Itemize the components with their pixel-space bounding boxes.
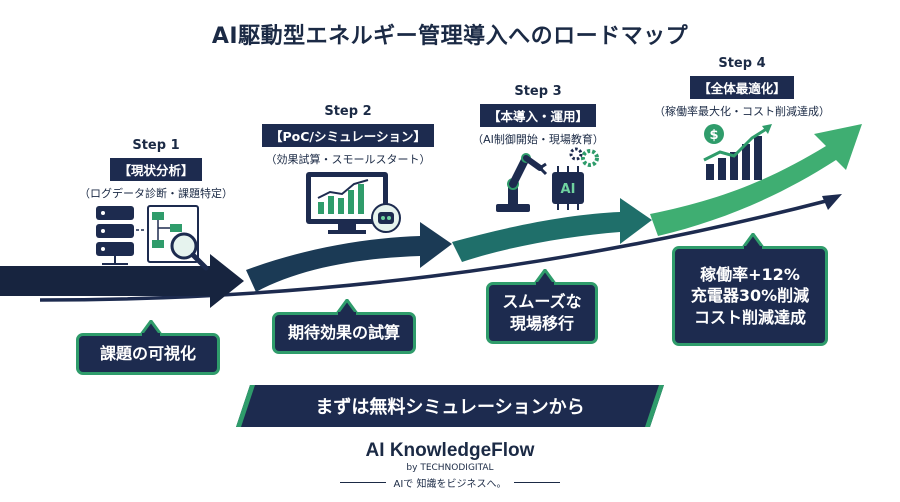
step-4-desc: （稼働率最大化・コスト削減達成） [654, 105, 830, 118]
callout-4-tail [741, 233, 765, 249]
step-1-desc: （ログデータ診断・課題特定） [79, 187, 233, 200]
arrow-segment-1 [0, 254, 244, 308]
callout-2-text: 期待効果の試算 [287, 323, 400, 343]
tagline-rule-left [339, 482, 386, 483]
trend-line [39, 198, 831, 302]
step-4-label: Step 4 [718, 56, 766, 71]
callout-3-tail [533, 269, 557, 285]
brand-by: by TECHNODIGITAL [406, 463, 494, 473]
robot-arm-ai-chip-gear-icon: AI [496, 147, 599, 212]
cta-text: まずは無料シミュレーションから [315, 397, 585, 418]
step-3-desc: （AI制御開始・現場教育） [472, 133, 604, 146]
ai-chip-text: AI [561, 182, 576, 197]
svg-text:$: $ [709, 128, 718, 143]
brand-name: AI KnowledgeFlow [365, 440, 535, 461]
step-3-phase: 【本導入・運用】 [479, 104, 596, 127]
brand-footer: AI KnowledgeFlow by TECHNODIGITAL AIで 知識… [0, 440, 900, 490]
tagline-rule-right [514, 482, 561, 483]
step-1-phase: 【現状分析】 [110, 158, 202, 181]
step-2-label: Step 2 [324, 104, 372, 119]
arrow-segment-4 [650, 124, 862, 236]
step-4-phase: 【全体最適化】 [690, 76, 794, 99]
step-2-desc: （効果試算・スモールスタート） [265, 153, 431, 166]
monitor-chart-robot-icon [306, 172, 401, 234]
callout-1-tail [139, 320, 163, 336]
step-4: Step 4 【全体最適化】 （稼働率最大化・コスト削減達成） [652, 56, 832, 119]
page-title: AI駆動型エネルギー管理導入へのロードマップ [211, 24, 689, 49]
step-1: Step 1 【現状分析】 （ログデータ診断・課題特定） [66, 138, 246, 201]
brand-tagline: AIで 知識をビジネスへ。 [393, 479, 507, 490]
callout-1-text: 課題の可視化 [99, 344, 196, 364]
cta-banner[interactable]: まずは無料シミュレーションから [236, 385, 664, 427]
callout-smooth-transition: スムーズな 現場移行 [486, 269, 598, 344]
callout-2-tail [335, 299, 359, 315]
arrow-segment-2 [246, 222, 452, 292]
brand-tagline-row: AIで 知識をビジネスへ。 [0, 475, 900, 490]
arrow-segment-3 [452, 198, 652, 262]
step-2: Step 2 【PoC/シミュレーション】 （効果試算・スモールスタート） [248, 104, 448, 167]
callout-visualize-issues: 課題の可視化 [76, 320, 220, 375]
step-3: Step 3 【本導入・運用】 （AI制御開始・現場教育） [458, 84, 618, 147]
callout-4-line-1: 稼働率+12% [700, 264, 800, 284]
callout-3-line-2: 現場移行 [509, 314, 574, 333]
callout-3-line-1: スムーズな [502, 292, 582, 312]
cta-banner-shape [236, 385, 664, 427]
step-1-label: Step 1 [132, 138, 180, 153]
step-2-phase: 【PoC/シミュレーション】 [262, 124, 434, 147]
database-flowchart-magnifier-icon [96, 205, 209, 271]
dollar-growth-chart-icon: $ [703, 124, 772, 180]
callout-4-line-2: 充電器30%削減 [690, 286, 810, 306]
callout-estimate-effect: 期待効果の試算 [272, 299, 416, 354]
trend-arrowhead [822, 194, 842, 210]
callout-4-line-3: コスト削減達成 [693, 307, 806, 327]
callout-results: 稼働率+12% 充電器30%削減 コスト削減達成 [672, 233, 828, 346]
step-3-label: Step 3 [514, 84, 562, 99]
